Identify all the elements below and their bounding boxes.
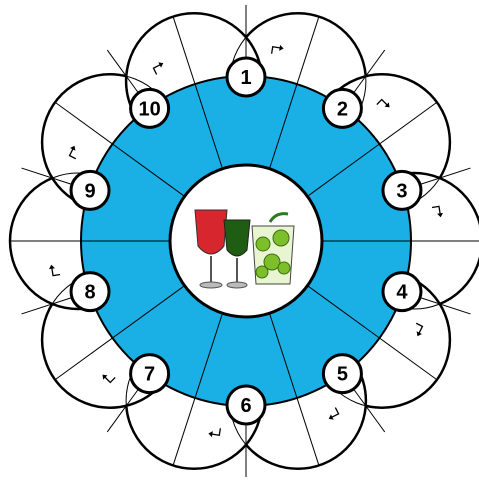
- wine-glass-icon: [195, 210, 227, 254]
- station-badge-5: 5: [323, 355, 361, 393]
- station-badge-6: 6: [227, 386, 265, 424]
- station-badge-9: 9: [71, 171, 109, 209]
- station-number: 9: [84, 180, 95, 202]
- station-number: 3: [396, 180, 407, 202]
- station-number: 7: [144, 364, 155, 386]
- station-badge-1: 1: [227, 58, 265, 96]
- station-number: 6: [240, 395, 251, 417]
- station-badge-2: 2: [323, 89, 361, 127]
- station-badge-10: 10: [131, 89, 169, 127]
- station-badge-7: 7: [131, 355, 169, 393]
- station-badge-3: 3: [383, 171, 421, 209]
- station-badge-4: 4: [383, 273, 421, 311]
- station-number: 4: [396, 282, 408, 304]
- green-drink-glass-icon: [224, 220, 250, 256]
- station-number: 2: [337, 98, 348, 120]
- station-number: 10: [138, 98, 160, 120]
- station-number: 5: [337, 364, 348, 386]
- station-number: 1: [240, 67, 251, 89]
- station-badge-8: 8: [71, 273, 109, 311]
- station-number: 8: [84, 282, 95, 304]
